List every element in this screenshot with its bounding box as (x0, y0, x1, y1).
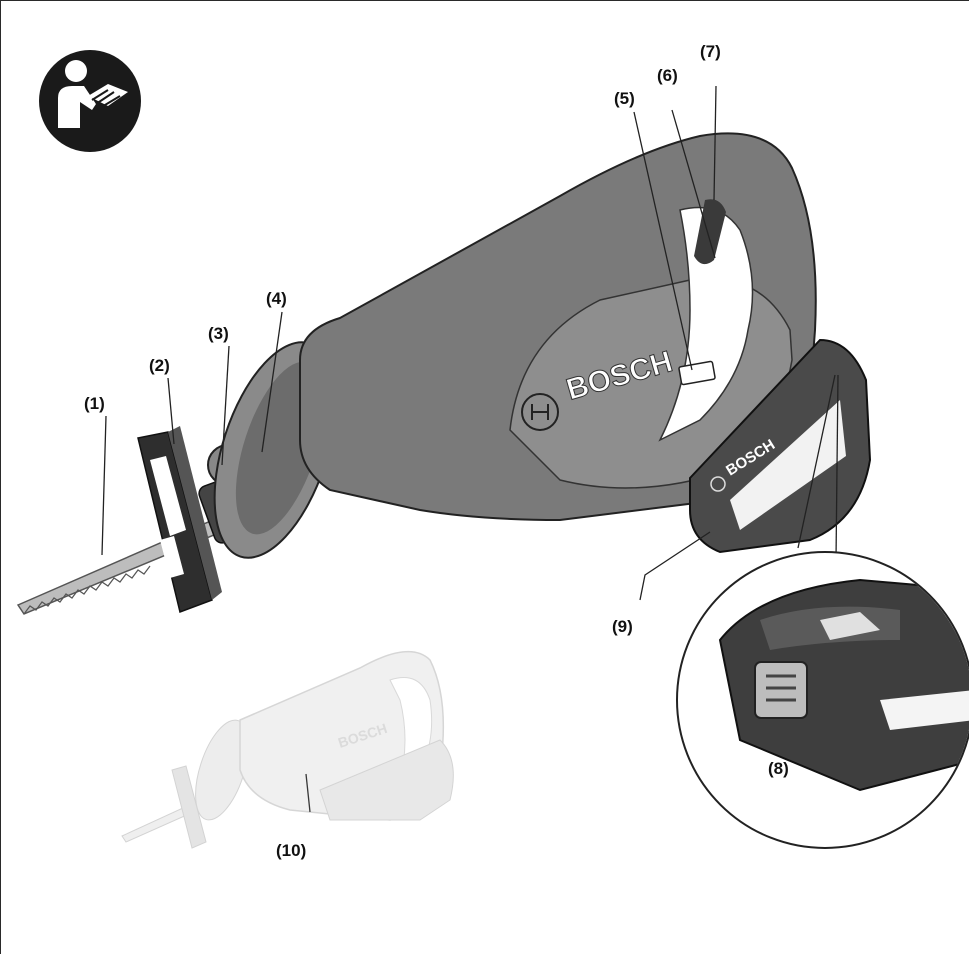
callout-4: (4) (266, 289, 287, 308)
battery-pack: BOSCH (689, 338, 872, 554)
leader-6 (671, 109, 716, 259)
callout-7: (7) (700, 42, 721, 61)
battery-release-zoom (676, 551, 969, 849)
callout-8: (8) (768, 759, 789, 778)
leader-3 (221, 345, 230, 466)
shoe-plate (137, 426, 222, 613)
callout-9: (9) (612, 617, 633, 636)
read-manual-icon (39, 50, 141, 152)
leader-7 (713, 85, 717, 201)
zoom-line-b (835, 374, 839, 561)
leader-5 (633, 111, 693, 371)
callout-5: (5) (614, 89, 635, 108)
callout-6: (6) (657, 66, 678, 85)
callout-1: (1) (84, 394, 105, 413)
leader-2 (167, 377, 175, 445)
tool-body: BOSCH (299, 132, 817, 522)
callout-2: (2) (149, 356, 170, 375)
leader-1 (101, 415, 107, 556)
zoom-line-a (797, 374, 836, 549)
leader-9 (639, 531, 711, 601)
leader-4 (261, 311, 283, 453)
ghost-tool: BOSCH (121, 650, 454, 849)
callout-3: (3) (208, 324, 229, 343)
callout-10: (10) (276, 841, 307, 860)
leader-10 (305, 773, 311, 813)
